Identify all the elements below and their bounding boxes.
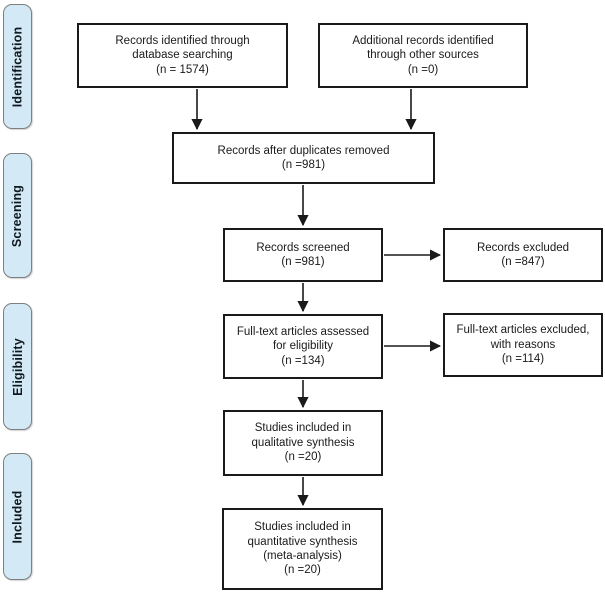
stage-label-text: Eligibility	[10, 337, 25, 396]
box-records-identified-database: Records identified through database sear…	[77, 23, 288, 88]
stage-label-eligibility: Eligibility	[3, 303, 32, 430]
box-fulltext-articles-excluded: Full-text articles excluded, with reason…	[443, 313, 603, 377]
stage-label-included: Included	[3, 453, 32, 580]
stage-label-text: Identification	[10, 26, 25, 107]
box-records-after-duplicates-removed: Records after duplicates removed (n =981…	[172, 132, 435, 184]
box-fulltext-articles-assessed: Full-text articles assessed for eligibil…	[223, 314, 383, 379]
box-records-excluded: Records excluded (n =847)	[443, 228, 603, 282]
box-studies-quantitative-synthesis: Studies included in quantitative synthes…	[222, 508, 383, 590]
box-records-screened: Records screened (n =981)	[223, 228, 383, 282]
stage-label-screening: Screening	[3, 153, 32, 278]
box-additional-records-other-sources: Additional records identified through ot…	[318, 23, 528, 88]
stage-label-text: Included	[10, 490, 25, 543]
box-studies-qualitative-synthesis: Studies included in qualitative synthesi…	[223, 410, 383, 476]
stage-label-text: Screening	[10, 184, 25, 247]
stage-label-identification: Identification	[3, 4, 32, 129]
